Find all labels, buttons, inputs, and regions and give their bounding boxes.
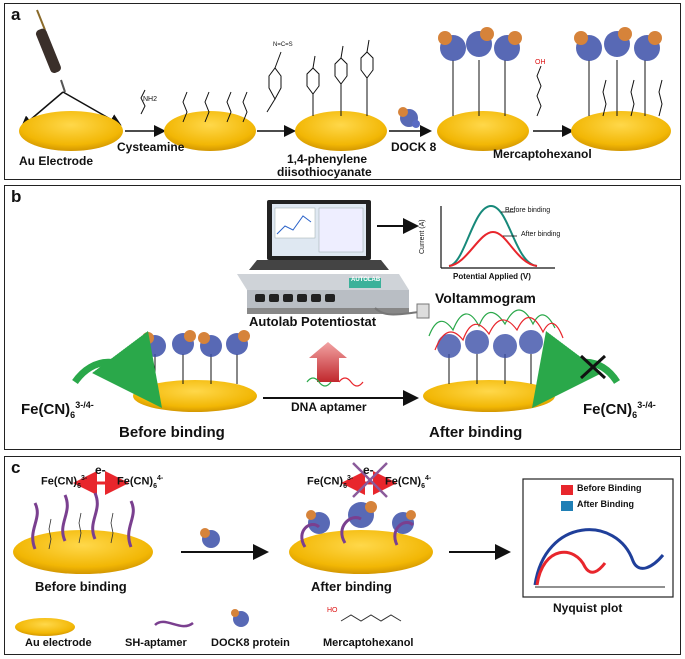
panel-b-label: b xyxy=(11,187,22,206)
panel-a-illustration: OH xyxy=(19,9,671,151)
step-pdi-line1: 1,4-phenylene xyxy=(287,152,368,166)
step-pdi-line2: diisothiocyanate xyxy=(277,165,372,179)
legend-before-swatch xyxy=(561,485,573,495)
legend-protein-label: DOCK8 protein xyxy=(211,637,290,649)
legend-au-label: Au electrode xyxy=(25,637,92,649)
electrode-after xyxy=(423,380,555,412)
electron-label-b: e- xyxy=(363,463,374,477)
c-state-before: Before binding xyxy=(35,579,127,594)
voltammogram-graph xyxy=(440,204,555,269)
graph-ylabel: Current (A) xyxy=(419,219,426,254)
panel-c-label: c xyxy=(11,458,21,477)
after-binding-curve xyxy=(448,230,538,267)
legend-au-icon xyxy=(15,618,75,636)
c-state-after: After binding xyxy=(311,579,392,594)
au-disk-3 xyxy=(295,111,387,151)
legend-before-label: Before Binding xyxy=(577,483,642,493)
legend-protein-icon xyxy=(231,609,249,627)
potentiostat-label: Autolab Potentiostat xyxy=(249,314,377,329)
aptamer-icons xyxy=(306,377,364,387)
ncs-label: N=C=S xyxy=(273,42,293,48)
au-disk-1 xyxy=(19,111,123,151)
pdi-molecule xyxy=(266,51,282,113)
legend-after-label: After Binding xyxy=(577,499,634,509)
step-cysteamine: Cysteamine xyxy=(117,140,185,154)
voltammogram-label: Voltammogram xyxy=(435,290,536,306)
electrode-c-after xyxy=(289,530,433,574)
fe-right-b: Fe(CN)64- xyxy=(385,475,432,490)
proteins-before xyxy=(142,330,250,357)
nh2-label: NH2 xyxy=(143,96,158,103)
fe-left-a: Fe(CN)63- xyxy=(41,475,88,490)
dna-aptamer-label: DNA aptamer xyxy=(291,400,367,414)
before-binding-curve xyxy=(448,204,538,267)
state-before-label: Before binding xyxy=(119,424,225,441)
legend-aptamer-label: SH-aptamer xyxy=(125,637,187,649)
graph-xlabel: Potential Applied (V) xyxy=(453,272,531,281)
proteins-after xyxy=(428,309,564,358)
dock8-protein-small xyxy=(398,107,420,128)
blocked-cross xyxy=(579,354,607,380)
panel-b: b xyxy=(4,185,681,450)
ho-label: HO xyxy=(327,607,338,614)
redox-left: Fe(CN)63-/4- xyxy=(21,400,94,420)
panel-c-illustration xyxy=(13,462,674,636)
electrode-before xyxy=(133,380,257,412)
fe-left-b: Fe(CN)63- xyxy=(307,475,354,490)
panel-b-illustration xyxy=(72,200,620,412)
nyquist-after-curve xyxy=(533,528,665,586)
nyquist-box xyxy=(522,478,674,598)
legend-after-swatch xyxy=(561,501,573,511)
nyquist-before-curve xyxy=(535,550,607,586)
cysteamine-molecule xyxy=(140,89,146,115)
potentiostat-brand: AUTOLAB xyxy=(351,277,381,283)
potentiostat xyxy=(237,274,430,319)
electrode-c-before xyxy=(13,530,153,574)
dock8-protein-c xyxy=(200,528,220,548)
graph-label-after: After binding xyxy=(521,231,561,238)
green-arrow-left xyxy=(72,330,163,408)
oh-label: OH xyxy=(535,59,546,66)
protein-cluster-5 xyxy=(574,27,662,61)
step-au-electrode: Au Electrode xyxy=(19,154,94,168)
state-after-label: After binding xyxy=(429,424,523,441)
panel-a-label: a xyxy=(11,5,21,24)
panel-a: a xyxy=(4,3,681,180)
redox-right: Fe(CN)63-/4- xyxy=(583,400,656,420)
au-disk-2 xyxy=(164,111,256,151)
graph-label-before: Before binding xyxy=(505,207,551,214)
electron-label-a: e- xyxy=(95,463,106,477)
protein-cluster-4 xyxy=(438,27,522,61)
laptop xyxy=(249,200,389,270)
mch-molecule xyxy=(536,65,542,117)
electrode-probe xyxy=(20,9,122,128)
aptamers-before xyxy=(31,492,135,550)
step-mercaptohexanol: Mercaptohexanol xyxy=(493,147,592,161)
legend-mch-label: Mercaptohexanol xyxy=(323,637,414,649)
legend-mch-icon xyxy=(340,614,402,622)
au-disk-4 xyxy=(437,111,529,151)
green-arrow-right xyxy=(531,330,620,408)
au-disk-5 xyxy=(571,111,671,151)
legend-aptamer-icon xyxy=(154,620,194,628)
blocked-x xyxy=(352,462,388,498)
red-arrow xyxy=(309,342,347,382)
nyquist-title: Nyquist plot xyxy=(553,601,623,615)
panel-c: c xyxy=(4,456,681,655)
step-dock8: DOCK 8 xyxy=(391,140,437,154)
fe-right-a: Fe(CN)64- xyxy=(117,475,164,490)
